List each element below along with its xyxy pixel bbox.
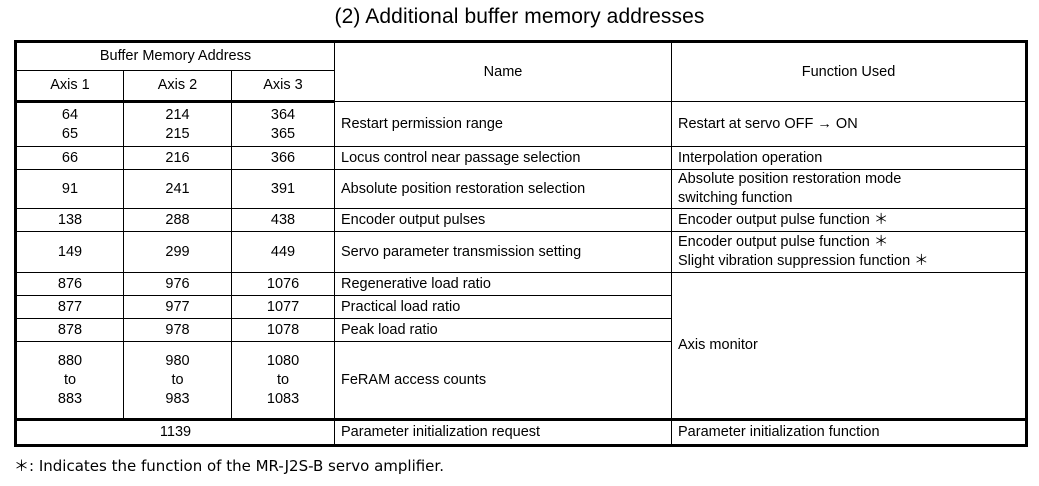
cell-axis2: 216 <box>123 146 232 170</box>
cell-function: Encoder output pulse function ＊ Slight v… <box>671 231 1028 273</box>
cell-function: Restart at servo OFF → ON <box>671 101 1028 147</box>
cell-name: Locus control near passage selection <box>334 146 673 170</box>
header-axis-2: Axis 2 <box>123 70 232 103</box>
table-header-group-row: Buffer Memory Address Name Function Used <box>14 41 1028 102</box>
cell-name: Regenerative load ratio <box>334 272 673 296</box>
cell-axis2: 978 <box>123 318 232 342</box>
cell-axis3: 391 <box>230 169 336 209</box>
cell-axis1: 877 <box>15 295 124 319</box>
cell-axis1: 64 65 <box>15 101 124 147</box>
cell-name: FeRAM access counts <box>334 341 673 420</box>
footnote-asterisk-note: ＊: Indicates the function of the MR-J2S-… <box>14 457 444 475</box>
cell-function: Absolute position restoration mode switc… <box>671 169 1028 209</box>
header-axis-1: Axis 1 <box>15 70 124 103</box>
cell-axis1: 138 <box>15 208 124 232</box>
cell-axis3: 1080 to 1083 <box>230 341 336 420</box>
table-row-last: 1139 Parameter initialization request Pa… <box>14 418 1028 446</box>
table-row: 66 216 366 Locus control near passage se… <box>15 146 1028 170</box>
cell-name: Encoder output pulses <box>334 208 673 232</box>
cell-axis2: 288 <box>123 208 232 232</box>
table-row: 138 288 438 Encoder output pulses Encode… <box>15 208 1028 232</box>
table-row: 64 65 214 215 364 365 Restart permission… <box>15 101 1028 147</box>
header-buffer-memory-address: Buffer Memory Address <box>14 41 336 71</box>
header-function-used: Function Used <box>671 41 1028 102</box>
cell-axis2: 299 <box>123 231 232 273</box>
cell-function: Encoder output pulse function ＊ <box>671 208 1028 232</box>
cell-axis3: 1076 <box>230 272 336 296</box>
table-row: 149 299 449 Servo parameter transmission… <box>15 231 1028 273</box>
cell-name: Practical load ratio <box>334 295 673 319</box>
cell-axis1: 149 <box>15 231 124 273</box>
cell-axis1: 880 to 883 <box>15 341 124 420</box>
cell-name: Servo parameter transmission setting <box>334 231 673 273</box>
cell-function: Interpolation operation <box>671 146 1028 170</box>
cell-name: Restart permission range <box>334 101 673 147</box>
table-row: 91 241 391 Absolute position restoration… <box>15 169 1028 209</box>
cell-axis3: 366 <box>230 146 336 170</box>
cell-name: Parameter initialization request <box>334 418 673 446</box>
table-row: 878 978 1078 Peak load ratio <box>15 318 1027 342</box>
cell-axis3: 1077 <box>230 295 336 319</box>
cell-axis1: 91 <box>15 169 124 209</box>
table-header-axis-row: Axis 1 Axis 2 Axis 3 <box>15 70 1027 103</box>
cell-axis3: 364 365 <box>230 101 336 147</box>
cell-axis2: 214 215 <box>123 101 232 147</box>
cell-axis2: 241 <box>123 169 232 209</box>
cell-axis-monitor: Axis monitor <box>671 272 1028 420</box>
cell-axis2: 977 <box>123 295 232 319</box>
buffer-memory-address-table-wrapper: Buffer Memory Address Name Function Used… <box>14 40 1029 447</box>
table-row: 877 977 1077 Practical load ratio <box>15 295 1027 319</box>
cell-axis3: 438 <box>230 208 336 232</box>
buffer-memory-address-table: Buffer Memory Address Name Function Used… <box>14 40 1029 447</box>
table-row: 876 976 1076 Regenerative load ratio Axi… <box>15 272 1028 420</box>
cell-axis1: 876 <box>15 272 124 296</box>
cell-axis3: 449 <box>230 231 336 273</box>
cell-axis2: 976 <box>123 272 232 296</box>
cell-axis1: 66 <box>15 146 124 170</box>
cell-name: Absolute position restoration selection <box>334 169 673 209</box>
cell-address-1139: 1139 <box>14 418 336 446</box>
cell-axis3: 1078 <box>230 318 336 342</box>
cell-axis1: 878 <box>15 318 124 342</box>
header-axis-3: Axis 3 <box>230 70 336 103</box>
cell-name: Peak load ratio <box>334 318 673 342</box>
page-title: (2) Additional buffer memory addresses <box>334 5 705 28</box>
header-name: Name <box>334 41 673 102</box>
cell-axis2: 980 to 983 <box>123 341 232 420</box>
cell-function: Parameter initialization function <box>671 418 1028 446</box>
